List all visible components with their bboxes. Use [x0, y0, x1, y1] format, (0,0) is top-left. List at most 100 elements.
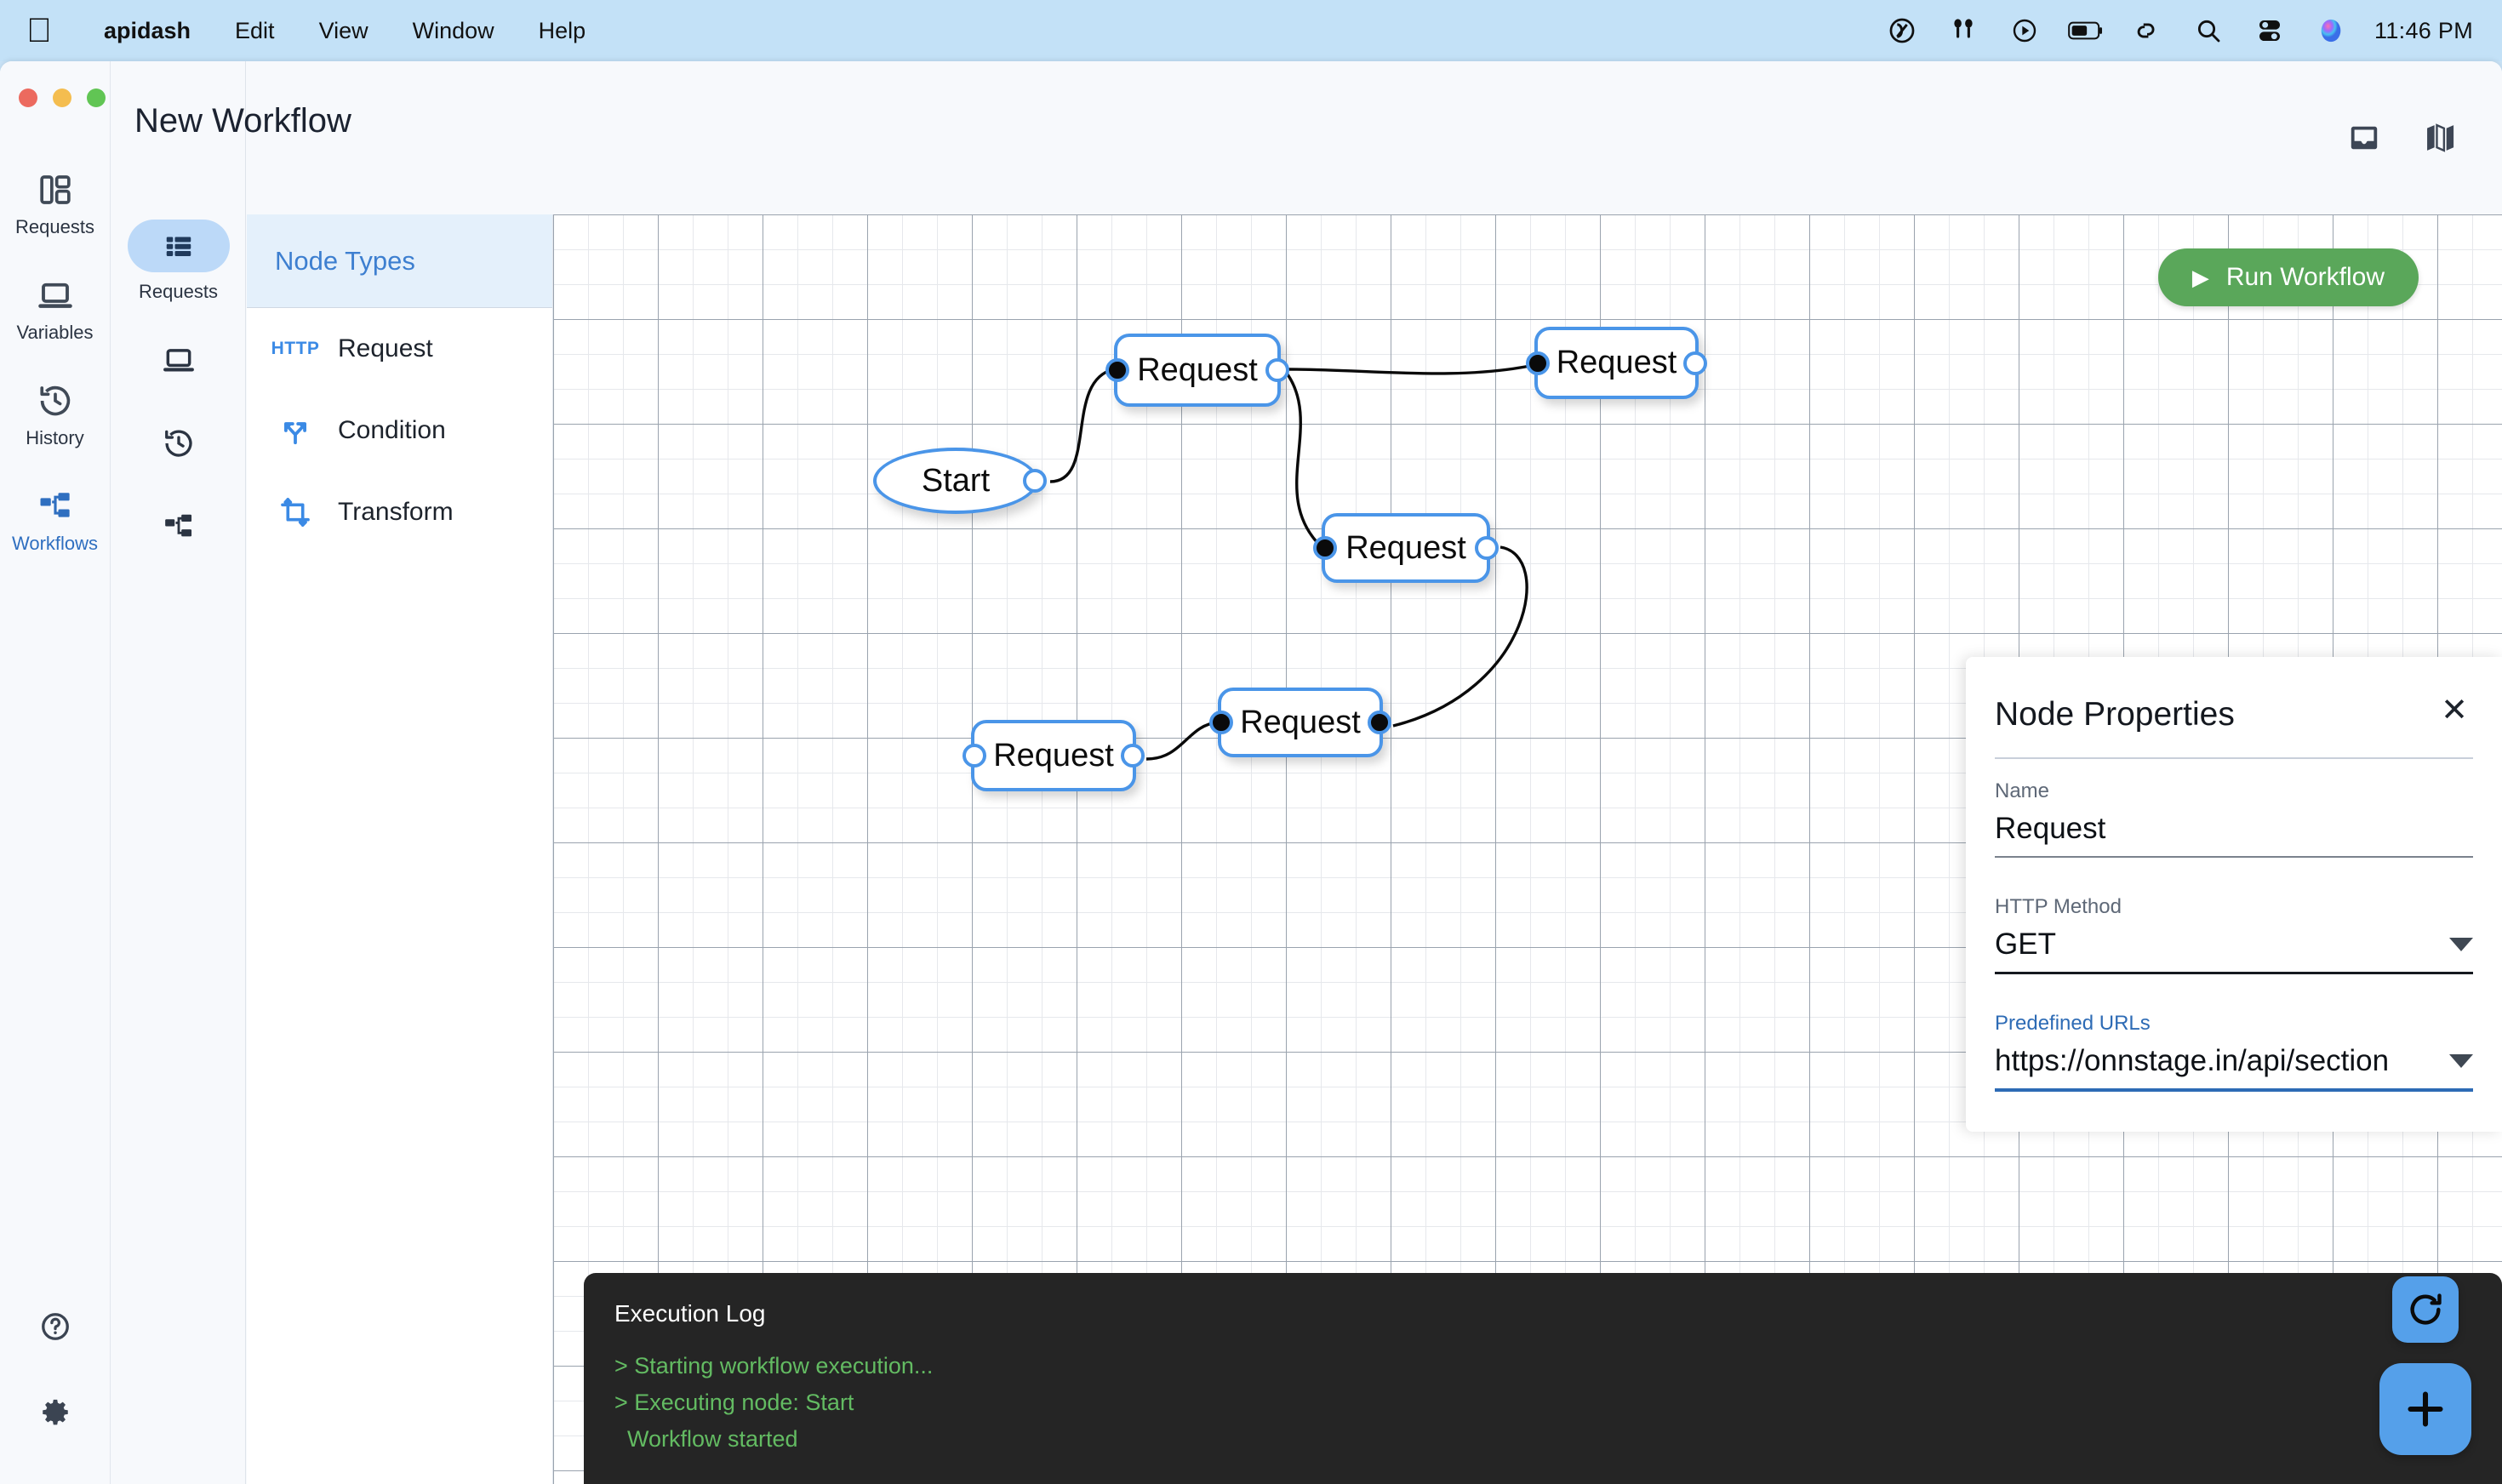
laptop-icon [128, 334, 230, 386]
sidebar-item-requests[interactable]: Requests [9, 170, 102, 238]
subrail-item-history[interactable] [128, 417, 230, 470]
window-traffic-lights [19, 88, 106, 107]
node-type-label-transform: Transform [338, 498, 454, 526]
sidebar-item-workflows[interactable]: Workflows [9, 487, 102, 555]
node-input-port[interactable] [963, 744, 986, 768]
workflow-node-start[interactable]: Start [873, 448, 1047, 514]
menu-item-help[interactable]: Help [538, 17, 586, 43]
adobe-creative-cloud-icon[interactable] [1884, 13, 1920, 49]
minimize-window-button[interactable] [53, 88, 71, 107]
menu-item-edit[interactable]: Edit [235, 17, 275, 43]
control-center-icon[interactable] [2252, 13, 2288, 49]
workflow-nodes-icon [36, 487, 75, 526]
workflow-node-request-2[interactable]: Request [1526, 327, 1707, 399]
map-icon[interactable] [2420, 119, 2458, 157]
node-properties-panel: Node Properties ✕ Name Request HTTP Meth… [1966, 657, 2502, 1132]
workflow-node-request-4[interactable]: Request [1209, 688, 1391, 757]
node-type-condition[interactable]: Condition [247, 390, 552, 471]
crop-transform-icon [275, 496, 316, 528]
edge-start-to-req1 [1049, 368, 1115, 483]
workflow-node-request-3[interactable]: Request [1313, 513, 1499, 583]
execution-log-line: > Starting workflow execution... [614, 1353, 934, 1378]
subrail-item-workflows[interactable] [128, 500, 230, 553]
maximize-window-button[interactable] [87, 88, 106, 107]
subrail-item-requests[interactable]: Requests [127, 220, 230, 303]
node-properties-title: Node Properties [1995, 696, 2235, 733]
workflow-nodes-icon [128, 500, 230, 553]
node-label-request-1: Request [1137, 351, 1258, 388]
edge-req1-to-req2 [1287, 363, 1535, 375]
refresh-button[interactable] [2392, 1276, 2459, 1343]
http-badge-icon: HTTP [271, 339, 320, 358]
field-predefined-urls: Predefined URLs https://onnstage.in/api/… [1995, 1012, 2473, 1092]
node-input-port[interactable] [1209, 711, 1233, 734]
field-underline [1995, 856, 2473, 858]
history-clock-icon [36, 381, 75, 420]
edge-req1-to-req3 [1286, 374, 1323, 549]
gear-icon[interactable] [37, 1396, 73, 1431]
node-input-port[interactable] [1105, 358, 1129, 382]
node-output-port[interactable] [1023, 469, 1047, 493]
floating-action-buttons [2379, 1276, 2471, 1455]
app-header: New Workflow [134, 61, 2502, 214]
field-http-method: HTTP Method GET [1995, 895, 2473, 974]
search-icon[interactable] [2191, 13, 2226, 49]
node-output-port[interactable] [1475, 536, 1499, 560]
predefined-urls-select-value[interactable]: https://onnstage.in/api/section [1995, 1044, 2390, 1077]
run-workflow-button[interactable]: ▶ Run Workflow [2157, 248, 2419, 306]
name-input[interactable]: Request [1995, 812, 2106, 845]
sidebar-bottom-group [37, 1309, 73, 1484]
help-circle-icon[interactable] [37, 1309, 73, 1344]
node-input-port[interactable] [1526, 351, 1550, 375]
execution-log-line: Workflow started [614, 1426, 798, 1453]
node-label-request-4: Request [1240, 704, 1361, 740]
node-types-panel: Node Types HTTP Request Condition [247, 214, 553, 1484]
macos-menu-bar:  apidash Edit View Window Help [0, 0, 2502, 61]
node-types-title: Node Types [275, 245, 415, 276]
node-type-label-request: Request [338, 334, 433, 362]
dashboard-panels-icon [36, 170, 75, 209]
play-circle-icon[interactable] [2007, 13, 2042, 49]
add-node-button[interactable] [2379, 1363, 2471, 1455]
inbox-tray-icon[interactable] [2345, 119, 2383, 157]
apple-logo-icon[interactable]:  [24, 14, 54, 48]
field-label-predefined-urls: Predefined URLs [1995, 1012, 2151, 1035]
node-type-transform[interactable]: Transform [247, 471, 552, 553]
menu-item-window[interactable]: Window [412, 17, 494, 43]
node-input-port[interactable] [1313, 536, 1337, 560]
sidebar-label-workflows: Workflows [11, 533, 99, 554]
history-clock-icon [128, 417, 230, 470]
field-name: Name Request [1995, 779, 2473, 858]
node-output-port[interactable] [1368, 711, 1391, 734]
battery-icon[interactable] [2068, 13, 2104, 49]
app-window: Requests Variables History [0, 61, 2502, 1484]
list-table-icon [127, 220, 230, 272]
menu-item-view[interactable]: View [318, 17, 368, 43]
close-icon[interactable]: ✕ [2441, 693, 2468, 728]
link-chain-icon[interactable] [2129, 13, 2165, 49]
chevron-down-icon[interactable] [2449, 1054, 2473, 1068]
siri-icon[interactable] [2313, 13, 2349, 49]
close-window-button[interactable] [19, 88, 37, 107]
node-type-request[interactable]: HTTP Request [247, 308, 552, 390]
sidebar-item-history[interactable]: History [9, 381, 102, 449]
http-method-select-value[interactable]: GET [1995, 928, 2056, 961]
node-output-port[interactable] [1121, 744, 1145, 768]
primary-sidebar: Requests Variables History [0, 61, 111, 1484]
secondary-sidebar: Requests [111, 61, 246, 1484]
node-output-port[interactable] [1683, 351, 1707, 375]
field-underline [1995, 1088, 2473, 1092]
field-label-name: Name [1995, 779, 2050, 802]
sidebar-item-variables[interactable]: Variables [9, 276, 102, 344]
workflow-node-request-1[interactable]: Request [1105, 334, 1289, 407]
workflow-node-request-5[interactable]: Request [963, 720, 1145, 791]
sidebar-label-variables: Variables [16, 322, 94, 343]
chevron-down-icon[interactable] [2449, 938, 2473, 951]
subrail-item-variables[interactable] [128, 334, 230, 386]
airpods-icon[interactable] [1945, 13, 1981, 49]
node-label-request-3: Request [1345, 529, 1466, 566]
menu-item-apidash[interactable]: apidash [104, 17, 191, 43]
node-output-port[interactable] [1265, 358, 1289, 382]
laptop-icon [36, 276, 75, 315]
node-label-request-5: Request [993, 737, 1114, 773]
